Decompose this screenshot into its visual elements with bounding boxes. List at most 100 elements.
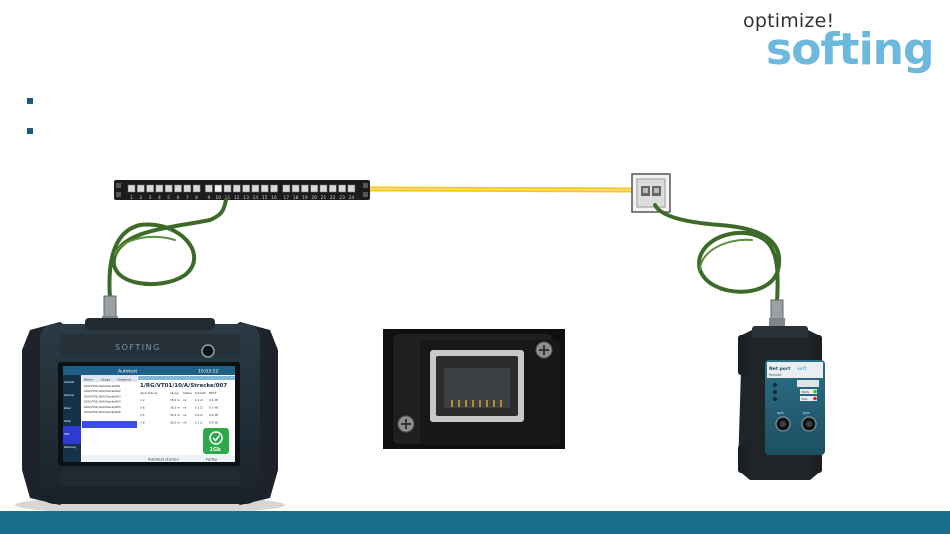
tester-detail-header: NEXT xyxy=(209,391,217,395)
tester-detail-cell: 38.4 m xyxy=(170,413,180,417)
patch-port xyxy=(347,184,356,193)
patch-port-number: 17 xyxy=(283,195,289,201)
tester-side-menu-item: Kabel xyxy=(64,407,71,410)
remote-brand-label: Net port xyxy=(769,366,791,372)
wall-outlet xyxy=(631,173,671,213)
patch-port-number: 2 xyxy=(139,195,142,201)
patch-port xyxy=(223,184,232,193)
cable-tester-device: Name Länge Ergebnis 1/RG/VT01/10/A/Strecke/… xyxy=(15,318,285,514)
patch-port xyxy=(174,184,182,193)
tester-side-menu-item: Werkzeug xyxy=(64,446,76,449)
tester-detail-title: 1/RG/VT01/10/A/Strecke/007 xyxy=(140,383,227,389)
patch-port xyxy=(242,184,250,193)
tester-detail-header: Verdrahtung xyxy=(140,391,158,395)
right-cable-plug-boot xyxy=(769,318,785,326)
patch-port xyxy=(214,184,222,193)
patch-port-number: 8 xyxy=(195,195,198,201)
tester-detail-cell: 38.1 m xyxy=(170,421,180,425)
remote-unit-device xyxy=(738,326,825,480)
remote-pass-label: PASS xyxy=(802,390,810,394)
tester-detail-cell: ok xyxy=(183,406,187,410)
patch-port xyxy=(233,184,241,193)
patch-port xyxy=(183,184,192,193)
patch-port-number: 24 xyxy=(349,195,355,201)
patch-port xyxy=(282,184,291,193)
patch-port-number: 9 xyxy=(207,195,210,201)
remote-fail-label: FAIL xyxy=(802,397,808,401)
tester-side-menu-item: Speicher xyxy=(64,394,74,397)
bullet-marker-1 xyxy=(27,98,33,104)
tester-list-row: 1/RG/VT01/10/A/Strecke/006 xyxy=(84,410,121,414)
tester-list-row: 1/RG/VT01/10/A/Strecke/003 xyxy=(84,394,121,398)
remote-port-label-1: RJ45 xyxy=(777,411,784,415)
patch-port-number: 14 xyxy=(253,195,259,201)
tester-detail-cell: 38.2 m xyxy=(170,398,180,402)
tester-detail-cell: 4-5 xyxy=(140,413,145,417)
tester-detail-cell: ok xyxy=(183,398,187,402)
link-cable-yellow xyxy=(369,186,637,193)
patch-port xyxy=(301,184,309,193)
remote-port-label-2: RJ45 xyxy=(803,411,810,415)
tester-detail-cell: 3-6 xyxy=(140,406,145,410)
tester-detail-cell: 0.1 Ω xyxy=(195,406,203,410)
tester-side-menu-item: Autotest xyxy=(64,381,74,384)
tester-detail-cell: 38.3 m xyxy=(170,406,180,410)
patch-port xyxy=(192,184,201,193)
remote-brand-accent: soft xyxy=(797,366,808,372)
tester-list-header: Ergebnis xyxy=(118,378,131,382)
tester-list-header: Länge xyxy=(101,378,110,382)
patch-port-number: 10 xyxy=(215,195,221,201)
tester-status-time: 10:03:12 xyxy=(198,369,218,375)
patch-port-number: 1 xyxy=(130,195,133,201)
tester-detail-cell: 0.4 dB xyxy=(209,398,218,402)
tester-detail-header: Status xyxy=(183,391,192,395)
tester-detail-cell: 0.6 dB xyxy=(209,413,218,417)
patch-port xyxy=(146,184,154,193)
patch-port-number: 20 xyxy=(311,195,317,201)
patch-port-number: 18 xyxy=(293,195,299,201)
tester-detail-cell: 0.7 dB xyxy=(209,406,218,410)
tester-side-menu-item: Hilfe xyxy=(64,433,70,436)
patch-port-number: 12 xyxy=(234,195,240,201)
patch-port xyxy=(270,184,278,193)
patch-port xyxy=(319,184,328,193)
left-cable-plug xyxy=(103,295,117,319)
tester-list-header: Name xyxy=(84,378,93,382)
remote-subtitle: Remote xyxy=(769,373,781,377)
tester-list-row: 1/RG/VT01/10/A/Strecke/001 xyxy=(84,384,121,388)
tester-detail-cell: 0.4 dB xyxy=(209,421,218,425)
patch-panel-ports xyxy=(127,184,356,193)
tester-done-label: Fertig xyxy=(206,457,217,462)
patch-port-number: 16 xyxy=(271,195,277,201)
patch-cable-green-right xyxy=(653,203,782,304)
tester-detail-cell: ok xyxy=(183,421,187,425)
tester-status-title: Autotest xyxy=(118,369,137,375)
patch-cable-green-left xyxy=(107,198,228,300)
tester-badge-label: 1Gb xyxy=(210,447,222,453)
patch-port-number: 4 xyxy=(158,195,161,201)
tester-list-row: 1/RG/VT01/10/A/Strecke/002 xyxy=(84,389,121,393)
patch-port-number: 23 xyxy=(339,195,345,201)
logo-wordmark: softing xyxy=(766,24,934,75)
tester-list-row: 1/RG/VT01/10/A/Strecke/007 xyxy=(84,415,121,419)
footer-bar xyxy=(0,511,950,534)
patch-port xyxy=(291,184,300,193)
patch-port xyxy=(155,184,164,193)
patch-port xyxy=(338,184,346,193)
tester-list-row: 1/RG/VT01/10/A/Strecke/005 xyxy=(84,405,121,409)
patch-port-number: 19 xyxy=(302,195,308,201)
patch-port xyxy=(127,184,136,193)
tester-list-row: 1/RG/VT01/10/A/Strecke/004 xyxy=(84,400,121,404)
pass-led xyxy=(813,389,817,394)
logo-tagline: optimize! xyxy=(743,10,835,32)
softing-logo: optimize! softing xyxy=(738,10,934,75)
tester-detail-cell: 0.1 Ω xyxy=(195,398,203,402)
bullet-marker-2 xyxy=(27,128,33,134)
patch-port-number: 13 xyxy=(243,195,249,201)
patch-port-number: 7 xyxy=(186,195,189,201)
patch-port-number: 11 xyxy=(225,195,231,201)
tester-brand-label: SOFTING xyxy=(115,343,161,352)
patch-port xyxy=(137,184,145,193)
